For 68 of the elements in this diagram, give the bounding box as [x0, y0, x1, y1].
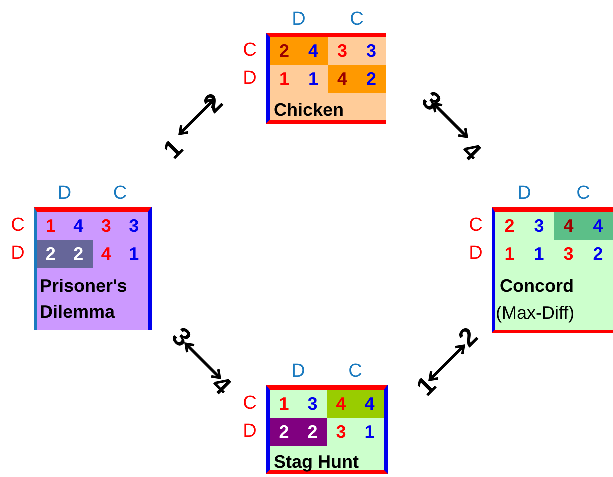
payoff-value: 3	[306, 393, 319, 415]
payoff-value: 4	[307, 40, 320, 62]
payoff-value: 3	[533, 215, 546, 237]
column-header: D	[516, 183, 532, 205]
payoff-value: 3	[336, 40, 348, 62]
column-header: D	[291, 9, 307, 31]
payoff-value: 4	[335, 393, 348, 415]
game-name: Stag Hunt	[274, 451, 359, 474]
payoff-value: 2	[504, 215, 516, 237]
payoff-value: 3	[100, 215, 112, 237]
payoff-value: 4	[100, 243, 112, 265]
double-arrow	[428, 344, 466, 382]
payoff-value: 3	[562, 243, 575, 265]
payoff-value: 4	[72, 215, 85, 237]
game-subtitle: (Max-Diff)	[496, 302, 575, 325]
payoff-value: 3	[335, 421, 348, 443]
arrow-end-number: 4	[206, 368, 238, 402]
double-arrow	[432, 102, 468, 138]
game-name: Concord	[500, 275, 574, 298]
payoff-value: 1	[504, 243, 516, 265]
payoff-value: 1	[278, 68, 290, 90]
column-header: D	[290, 361, 306, 383]
payoff-value: 4	[364, 393, 376, 415]
double-arrow	[178, 98, 216, 136]
game-matrix-box	[34, 207, 152, 330]
payoff-value: 2	[365, 68, 378, 90]
payoff-value: 4	[336, 68, 348, 90]
game-name: Prisoner's Dilemma	[40, 275, 128, 324]
column-header: C	[348, 361, 364, 383]
payoff-value: 3	[365, 40, 378, 62]
arrow-end-number: 3	[416, 84, 448, 118]
game-name: Chicken	[274, 99, 344, 122]
row-header: C	[468, 215, 484, 237]
arrow-end-number: 1	[410, 370, 442, 402]
double-arrow	[184, 342, 222, 380]
payoff-value: 1	[533, 243, 546, 265]
arrow-end-number: 2	[452, 320, 484, 354]
row-header: D	[242, 421, 258, 443]
payoff-value: 2	[592, 243, 604, 265]
payoff-value: 4	[562, 215, 575, 237]
row-header: C	[242, 393, 258, 415]
arrow-end-number: 4	[456, 134, 488, 168]
row-header: D	[468, 243, 484, 265]
column-header: C	[112, 183, 128, 205]
payoff-value: 2	[72, 243, 85, 265]
row-header: C	[10, 215, 26, 237]
payoff-value: 1	[128, 243, 140, 265]
payoff-value: 1	[307, 68, 320, 90]
game-matrix-box	[492, 207, 613, 333]
column-header: C	[349, 9, 365, 31]
payoff-value: 4	[592, 215, 604, 237]
column-header: C	[576, 183, 592, 205]
row-header: D	[10, 243, 26, 265]
payoff-value: 2	[306, 421, 319, 443]
payoff-value: 3	[128, 215, 140, 237]
column-header: D	[56, 183, 73, 205]
payoff-value: 2	[278, 421, 290, 443]
payoff-value: 2	[278, 40, 290, 62]
row-header: D	[242, 68, 258, 90]
arrow-end-number: 1	[156, 132, 190, 166]
payoff-value: 1	[278, 393, 290, 415]
game-matrix-box	[266, 385, 388, 474]
payoff-value: 1	[364, 421, 376, 443]
payoff-value: 1	[44, 215, 57, 237]
row-header: C	[242, 40, 258, 62]
game-matrix-box	[266, 33, 386, 124]
arrow-end-number: 3	[166, 320, 198, 354]
payoff-value: 2	[44, 243, 57, 265]
